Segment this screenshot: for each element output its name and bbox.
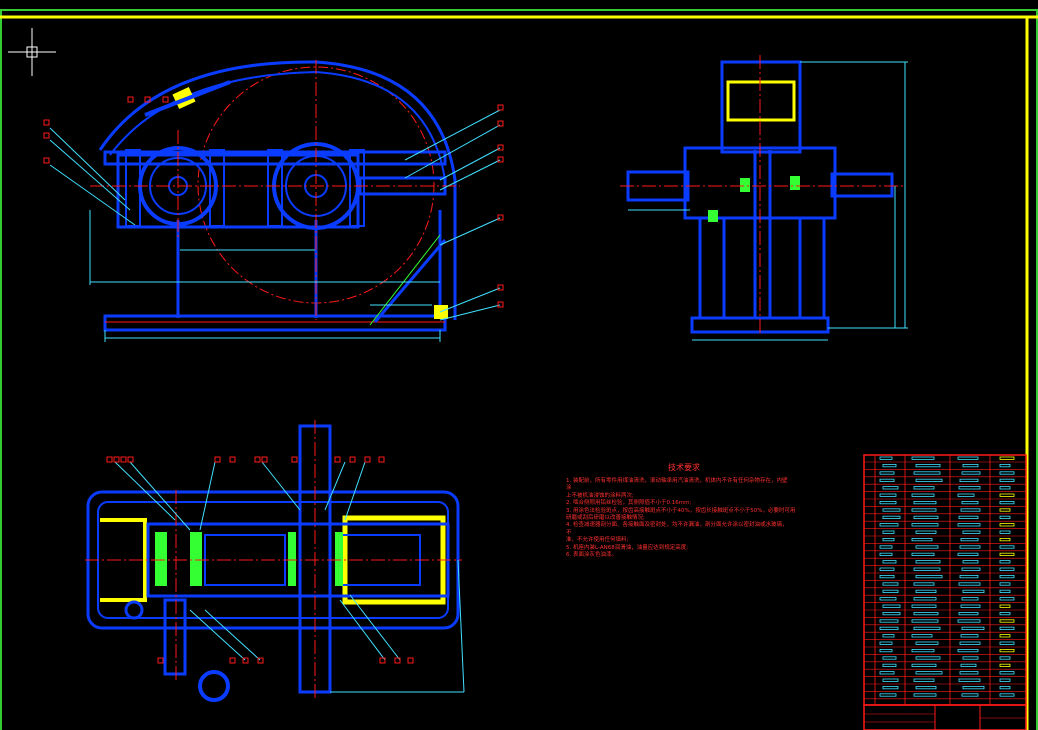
tech-requirement-line: 2. 啮合侧隙用铅丝检验，其侧隙值不小于0.16mm; [566, 500, 692, 507]
tech-requirement-line: 1. 装配前，所有零件用煤油清洗，滚动轴承用汽油清洗，机体内不许有任何杂物存在，… [566, 478, 788, 484]
tech-requirement-line: 4. 检查减速器剖分面、各接触面及密封处，均不许漏油，剖分面允许涂以密封油或水玻… [566, 522, 788, 529]
tech-requirement-line: 涂 [566, 485, 572, 492]
drawing-frame [0, 9, 1038, 730]
tech-requirement-line: 准，不允许使用任何填料; [566, 537, 629, 544]
front-view [43, 60, 504, 342]
side-view [620, 55, 908, 341]
tech-requirement-line: 3. 用涂色法检验斑点，按齿高接触斑点不小于40%，按齿长接触斑点不小于50%，… [566, 507, 796, 514]
tech-requirement-line: 5. 机座内装L-AN68润滑油，油量应达到规定高度; [566, 544, 689, 551]
tech-requirement-line: 研磨或刮后研磨以改善接触情况; [566, 515, 645, 522]
tech-requirement-line: 上不被机油浸蚀的涂料两次; [566, 492, 634, 499]
crosshair-cursor-icon [8, 28, 56, 76]
tech-requirements-title: 技术要求 [668, 463, 700, 472]
tech-requirement-line: 6. 表面涂灰色油漆。 [566, 552, 617, 559]
tech-requirement-line: 不 [566, 529, 572, 536]
tech-requirements-text: 1. 装配前，所有零件用煤油清洗，滚动轴承用汽油清洗，机体内不许有任何杂物存在，… [566, 478, 816, 559]
top-view [85, 420, 465, 702]
parts-list-table [863, 454, 1027, 730]
